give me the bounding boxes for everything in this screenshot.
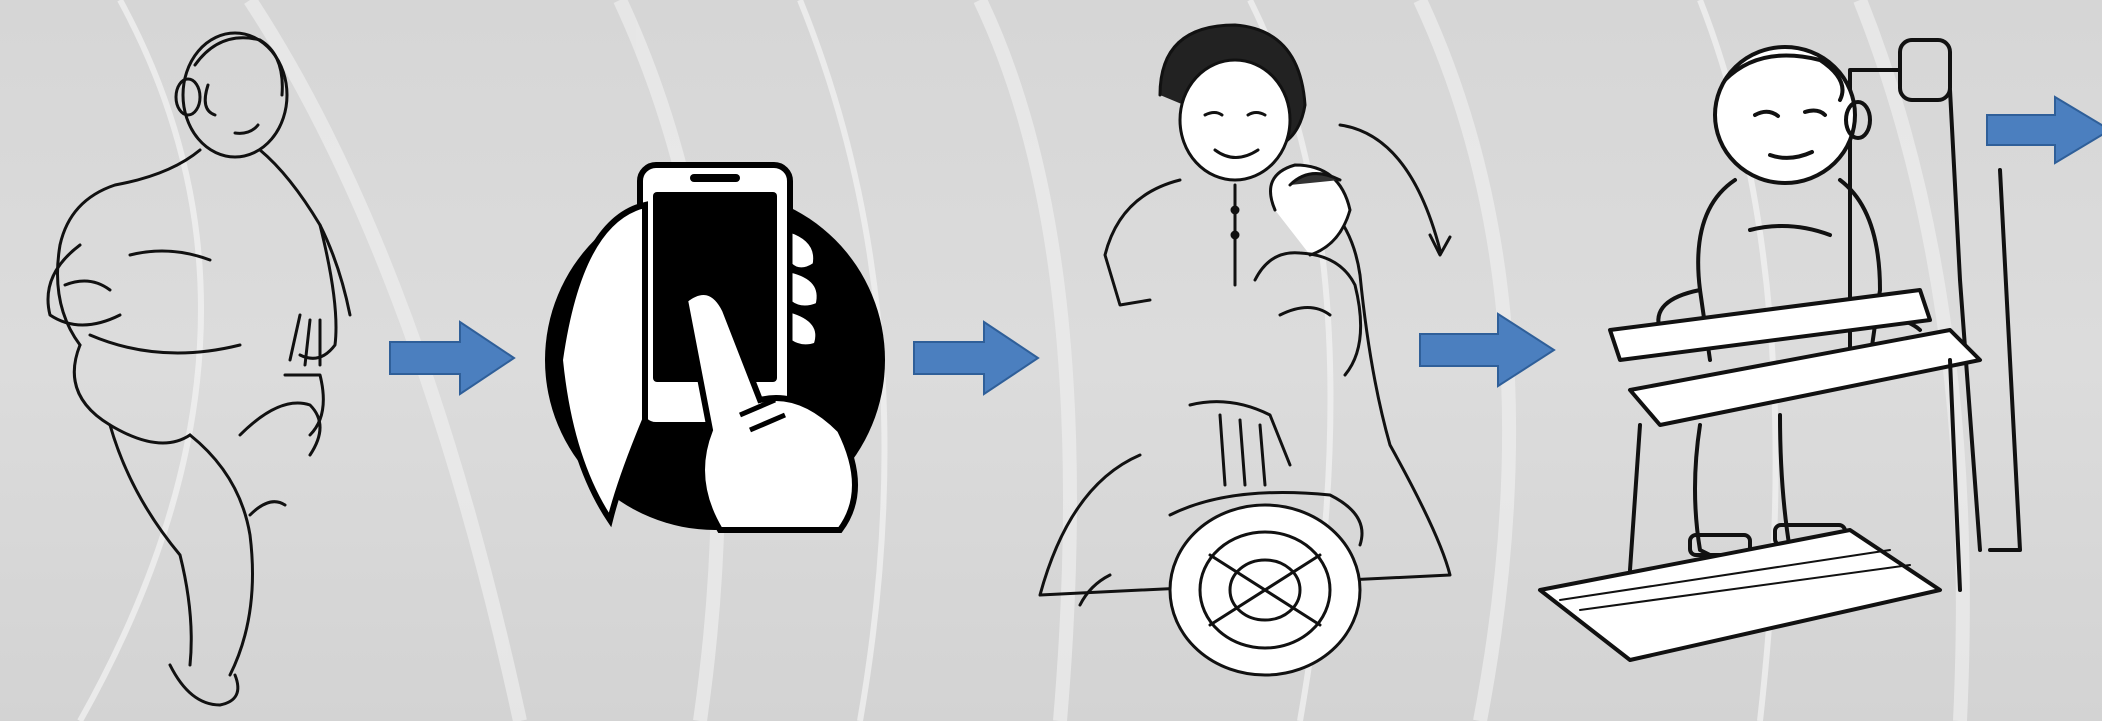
child-with-motor-impairment-drawing [20, 15, 360, 715]
right-arrow-icon [1985, 95, 2102, 165]
child-in-adaptive-chair-drawing [1520, 30, 2060, 670]
mother-supporting-child-on-roller-drawing [1010, 15, 1470, 685]
right-arrow-icon [388, 318, 518, 398]
hands-holding-smartphone-icon [540, 160, 890, 540]
